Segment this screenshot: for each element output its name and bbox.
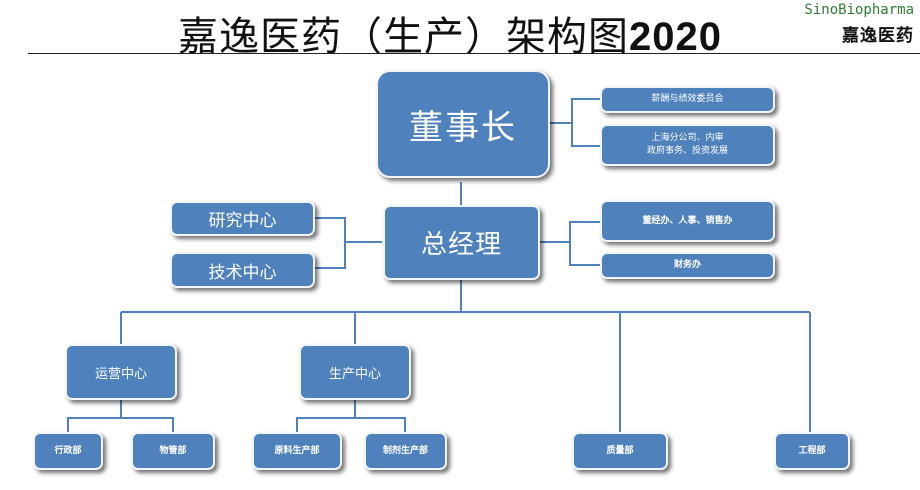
materials-dept-node: 物管部 [131, 432, 215, 470]
company-logo: SinoBiopharma 嘉逸医药 [804, 2, 916, 48]
research-center-node: 研究中心 [170, 201, 315, 236]
general-manager-node: 总经理 [383, 205, 540, 280]
title-underline [28, 53, 920, 54]
admin-dept-node: 行政部 [33, 432, 103, 470]
title-year: 2020 [629, 15, 722, 59]
office-hr-sales-node: 董经办、人事、销售办 [600, 200, 775, 242]
production-center-node: 生产中心 [299, 344, 411, 400]
compensation-committee-node: 薪酬与绩效委员会 [600, 86, 775, 113]
chairman-node: 董事长 [376, 70, 550, 178]
shanghai-branch-node: 上海分公司、内审 政府事务、投资发展 [600, 124, 775, 166]
operations-center-node: 运营中心 [65, 344, 177, 400]
quality-dept-node: 质量部 [572, 432, 668, 470]
technology-center-node: 技术中心 [170, 252, 315, 288]
logo-chinese: 嘉逸医药 [842, 26, 914, 46]
title-text: 嘉逸医药（生产）架构图 [178, 14, 629, 60]
finance-office-node: 财务办 [600, 252, 775, 279]
formulation-production-node: 制剂生产部 [364, 432, 447, 470]
page-title: 嘉逸医药（生产）架构图2020 [0, 4, 900, 62]
raw-material-production-node: 原料生产部 [252, 432, 342, 470]
logo-latin: SinoBiopharma [804, 2, 914, 18]
engineering-dept-node: 工程部 [774, 432, 850, 470]
